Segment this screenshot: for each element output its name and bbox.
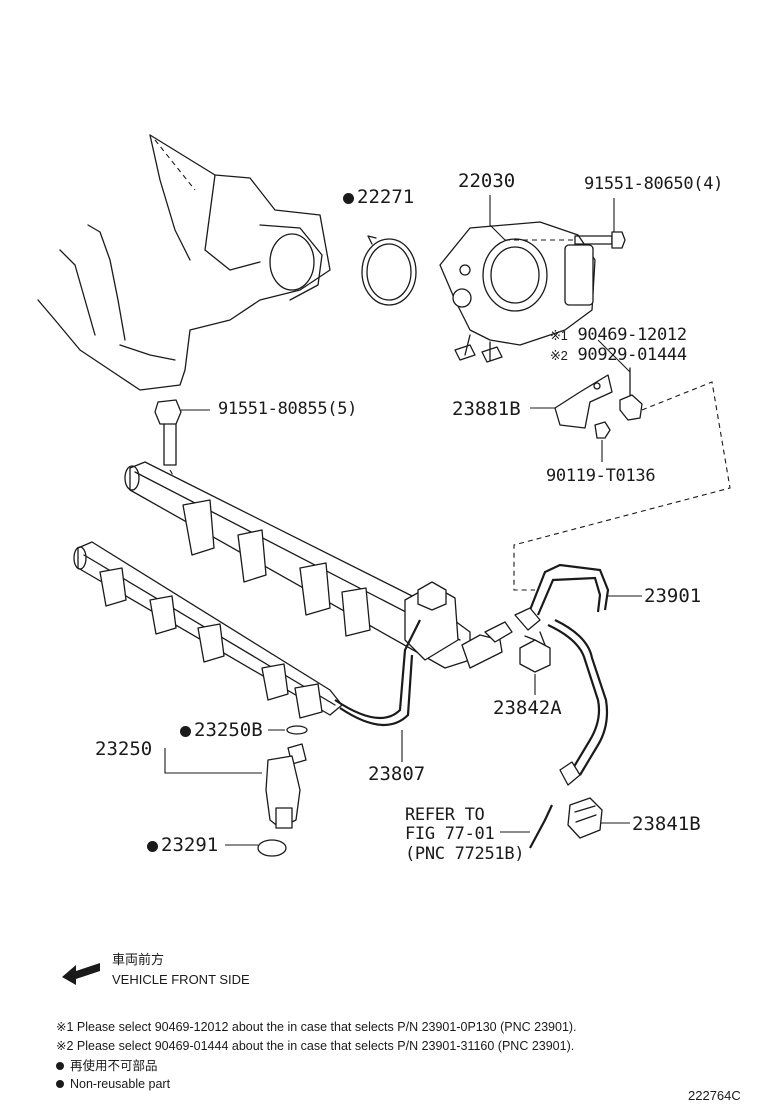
direction-english: VEHICLE FRONT SIDE: [112, 972, 250, 987]
direction-japanese: 車両前方: [112, 952, 165, 967]
callout-23901: 23901: [644, 585, 702, 607]
legend-english: Non-reusable part: [56, 1078, 170, 1091]
callout-90929-01444: ※2 90929-01444: [550, 345, 687, 365]
callout-23841B: 23841B: [632, 813, 701, 835]
injector-23250-drawing: [164, 725, 308, 857]
intake-manifold-drawing: [37, 134, 331, 391]
note-1: ※1 Please select 90469-12012 about the i…: [56, 1020, 577, 1034]
clip-23842A-drawing: [519, 631, 551, 695]
refer-line-3: (PNC 77251B): [405, 844, 525, 864]
non-reusable-dot-icon: [180, 726, 191, 737]
refer-line-2: FIG 77-01: [405, 824, 495, 844]
callout-22271: 22271: [343, 188, 414, 207]
callout-23250B: 23250B: [180, 721, 263, 740]
callout-23291: 23291: [147, 836, 218, 855]
legend-japanese: 再使用不可部品: [56, 1060, 158, 1073]
note-2: ※2 Please select 90469-01444 about the i…: [56, 1039, 575, 1053]
fuel-rail-lower-drawing: [73, 541, 343, 719]
non-reusable-dot-icon: [343, 193, 354, 204]
non-reusable-dot-icon: [56, 1080, 64, 1088]
callout-91551-80855: 91551-80855(5): [218, 399, 358, 419]
figure-id: 222764C: [688, 1088, 741, 1103]
callout-91551-80650: 91551-80650(4): [584, 174, 724, 194]
fuel-rail-upper-drawing: [124, 461, 513, 669]
callout-90469-12012: ※1 90469-12012: [550, 325, 687, 345]
bracket-23881B-drawing: [530, 339, 643, 462]
bolt-91551-80650-drawing: [505, 198, 626, 249]
fuel-hose-23901-drawing: [514, 563, 642, 786]
non-reusable-dot-icon: [56, 1062, 64, 1070]
callout-23881B: 23881B: [452, 398, 521, 420]
refer-line-1: REFER TO: [405, 805, 485, 825]
throttle-body-22030-drawing: [439, 195, 596, 363]
non-reusable-dot-icon: [147, 841, 158, 852]
fuel-pipe-23807-drawing: [334, 619, 421, 762]
gasket-22271-drawing: [361, 235, 417, 306]
vehicle-front-arrow-icon: [62, 963, 100, 985]
clip-23841B-drawing: [567, 797, 630, 839]
callout-23807: 23807: [368, 763, 426, 785]
callout-90119-T0136: 90119-T0136: [546, 466, 656, 486]
callout-22030: 22030: [458, 170, 516, 192]
callout-23250: 23250: [95, 738, 153, 760]
callout-23842A: 23842A: [493, 697, 562, 719]
